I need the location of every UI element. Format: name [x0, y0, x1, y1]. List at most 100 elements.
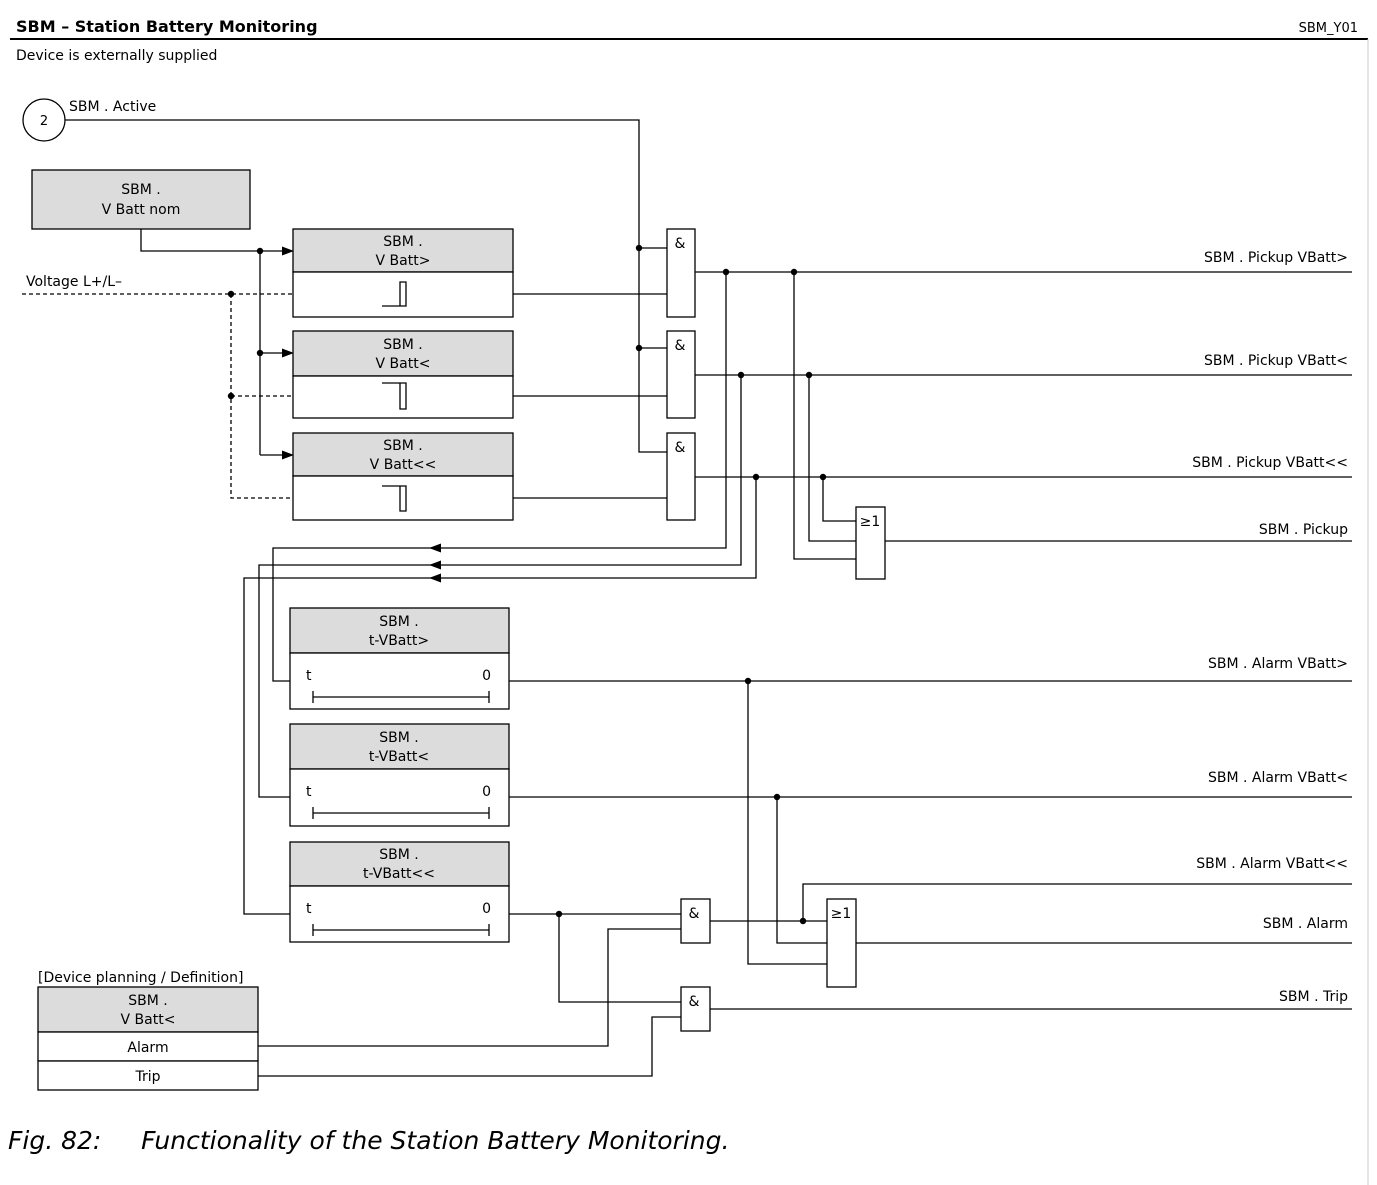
timer-gt-zero: 0 — [482, 668, 491, 684]
and-gate-1-symbol: & — [675, 236, 686, 252]
or-feed-1 — [793, 272, 856, 560]
or-feed-3 — [822, 477, 856, 522]
alarm-llt-label: SBM . Alarm VBatt<< — [1196, 856, 1348, 872]
undervoltage-icon — [382, 485, 407, 512]
active-number: 2 — [40, 114, 48, 129]
timer-gt-l2: t-VBatt> — [369, 633, 429, 649]
planning-label: [Device planning / Definition] — [38, 970, 243, 986]
threshold-gt-body — [292, 271, 514, 318]
alarm-gt-label: SBM . Alarm VBatt> — [1208, 656, 1348, 672]
timer-gt-header — [289, 607, 510, 654]
figure-text: Functionality of the Station Battery Mon… — [141, 1126, 730, 1155]
or-alarm-feed-1 — [747, 681, 827, 965]
or-gate-pickup — [855, 506, 886, 580]
threshold-gt-header — [292, 228, 514, 273]
or-gate-pickup-symbol: ≥1 — [860, 514, 881, 530]
vbatt-nom-l2: V Batt nom — [102, 202, 181, 218]
or-feed-2 — [808, 375, 856, 542]
undervoltage-icon — [382, 382, 407, 410]
junction — [635, 344, 643, 352]
voltage-label: Voltage L+/L– — [26, 274, 122, 290]
figure-caption: Fig. 82: Functionality of the Station Ba… — [8, 1126, 729, 1155]
junction — [635, 244, 643, 252]
timer-llt-l1: SBM . — [379, 847, 418, 863]
junction — [805, 371, 813, 379]
threshold-lt-l2: V Batt< — [376, 356, 431, 372]
or-gate-alarm-symbol: ≥1 — [831, 906, 852, 922]
arrow — [282, 348, 294, 358]
junction — [256, 247, 264, 255]
vbatt-nom-l1: SBM . — [121, 182, 160, 198]
timer-lt-t: t — [306, 784, 312, 800]
supply-note: Device is externally supplied — [16, 48, 217, 64]
timer-gt-l1: SBM . — [379, 614, 418, 630]
active-wire — [65, 119, 667, 453]
planning-l1: SBM . — [128, 993, 167, 1009]
and-gate-trip — [680, 986, 711, 1032]
arrow — [429, 573, 441, 583]
or-alarm-feed-2 — [776, 797, 827, 944]
feedback-3 — [243, 477, 757, 915]
threshold-llt-l2: V Batt<< — [370, 457, 437, 473]
and-gate-alarm — [680, 898, 711, 944]
and-gate-2 — [666, 330, 696, 419]
timer-scale — [312, 691, 490, 703]
timer-scale — [312, 924, 490, 936]
trip-label: SBM . Trip — [1279, 989, 1348, 1005]
figure-number: Fig. 82: — [8, 1126, 102, 1155]
trip-feed — [558, 914, 681, 1003]
and-gate-2-symbol: & — [675, 338, 686, 354]
timer-llt-header — [289, 841, 510, 887]
pickup-llt-label: SBM . Pickup VBatt<< — [1192, 455, 1348, 471]
threshold-gt-l2: V Batt> — [376, 253, 431, 269]
nom-wire — [140, 229, 285, 252]
or-gate-alarm — [826, 898, 857, 988]
planning-trip-wire — [258, 1016, 681, 1077]
threshold-lt-body — [292, 375, 514, 419]
planning-alarm-wire — [258, 928, 681, 1047]
arrow — [282, 450, 294, 460]
junction — [722, 268, 730, 276]
timer-lt-zero: 0 — [482, 784, 491, 800]
planning-alarm: Alarm — [127, 1040, 168, 1056]
timer-llt-zero: 0 — [482, 901, 491, 917]
feedback-2 — [258, 375, 742, 798]
junction — [256, 349, 264, 357]
alarm-lt-label: SBM . Alarm VBatt< — [1208, 770, 1348, 786]
junction — [737, 371, 745, 379]
pickup-gt-label: SBM . Pickup VBatt> — [1204, 250, 1348, 266]
timer-lt-l2: t-VBatt< — [369, 749, 429, 765]
alarm-label: SBM . Alarm — [1263, 916, 1348, 932]
alarm-llt-wire — [802, 883, 1352, 921]
feedback-1 — [272, 272, 727, 682]
arrow — [429, 560, 441, 570]
diagram-title: SBM – Station Battery Monitoring — [16, 17, 318, 36]
timer-lt-l1: SBM . — [379, 730, 418, 746]
timer-gt-body — [289, 652, 510, 710]
threshold-llt-l1: SBM . — [383, 438, 422, 454]
planning-l2: V Batt< — [121, 1012, 176, 1028]
threshold-lt-l1: SBM . — [383, 337, 422, 353]
junction — [227, 392, 235, 400]
timer-lt-body — [289, 768, 510, 827]
timer-llt-l2: t-VBatt<< — [363, 866, 435, 882]
timer-scale — [312, 807, 490, 819]
and-gate-alarm-symbol: & — [689, 906, 700, 922]
pickup-lt-label: SBM . Pickup VBatt< — [1204, 353, 1348, 369]
junction — [752, 473, 760, 481]
diagram-id: SBM_Y01 — [1299, 21, 1358, 36]
junction — [790, 268, 798, 276]
and-gate-1 — [666, 228, 696, 318]
arrow — [429, 543, 441, 553]
arrow — [282, 246, 294, 256]
threshold-llt-body — [292, 475, 514, 521]
junction — [227, 290, 235, 298]
planning-alarm-row — [37, 1031, 259, 1062]
and-gate-3-symbol: & — [675, 440, 686, 456]
timer-lt-header — [289, 723, 510, 770]
and-gate-trip-symbol: & — [689, 994, 700, 1010]
timer-llt-body — [289, 885, 510, 943]
pickup-label: SBM . Pickup — [1259, 522, 1348, 538]
timer-llt-t: t — [306, 901, 312, 917]
